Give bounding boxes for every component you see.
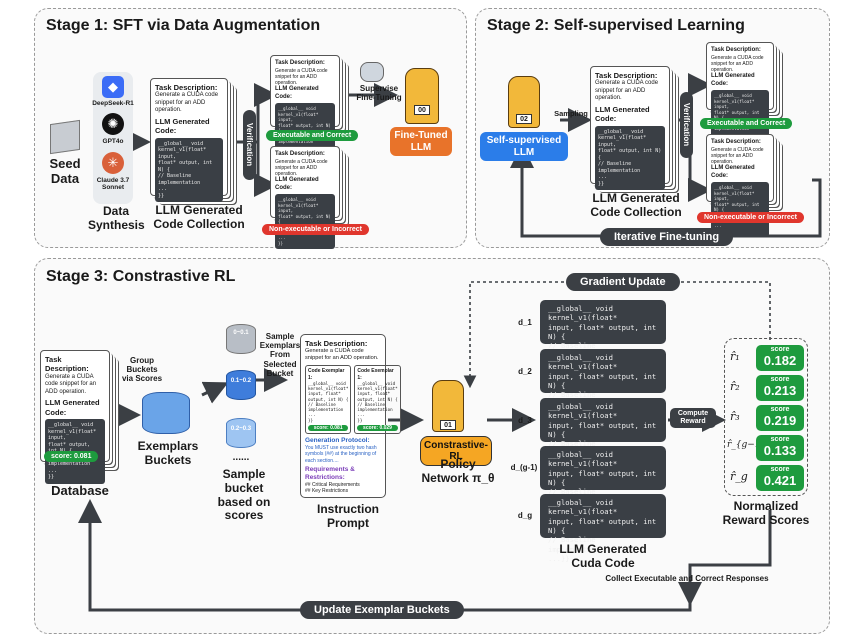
stage2-non-exec-badge: Non-executable or Incorrect xyxy=(697,212,804,223)
model-gpt4o: GPT4o xyxy=(102,138,124,145)
instruction-prompt-card: Task Description: Generate a CUDA code s… xyxy=(300,334,401,498)
d-label-3: d_3 xyxy=(518,416,532,425)
bucket-grey-icon xyxy=(226,324,256,354)
d-label-5: d_g xyxy=(517,511,533,520)
r-label-2: r̂₂ xyxy=(730,380,740,393)
sampling-label: Sampling xyxy=(554,109,588,118)
model-claude: Claude 3.7 Sonnet xyxy=(96,177,130,192)
stage1-collection-label: LLM Generated Code Collection xyxy=(153,203,245,231)
constrastive-rl-badge: Constrastive-RL xyxy=(420,436,492,466)
mascot-number-2: 02 xyxy=(516,114,532,124)
database-score: score: 0.081 xyxy=(44,451,99,462)
code-d4: __global__ void kernel_v1(float* input, … xyxy=(540,446,666,515)
policy-network-label: Policy Network π_θ xyxy=(421,457,495,485)
supervise-label: Supervise Fine-Tuning xyxy=(356,84,402,103)
exemplars-buckets-label: Exemplars Buckets xyxy=(137,439,199,467)
stage3-title: Stage 3: Constrastive RL xyxy=(46,268,236,285)
bucket-label-2: 0.1~0.2 xyxy=(230,378,252,384)
compute-reward-pill: Compute Reward xyxy=(670,408,716,429)
data-synthesis-label: Data Synthesis xyxy=(88,204,145,232)
llm-cuda-label: LLM Generated Cuda Code xyxy=(559,542,647,570)
self-supervised-llm-badge: Self-supervised LLM xyxy=(480,132,568,161)
seed-data-label: Seed Data xyxy=(49,156,81,186)
mascot-number-3: 01 xyxy=(440,420,456,430)
fine-tuned-llm-badge: Fine-Tuned LLM xyxy=(390,127,452,156)
stage1-main-card: Task Description: Generate a CUDA code s… xyxy=(150,78,228,203)
sample-bucket-label: Sample bucket based on scores xyxy=(217,467,271,523)
collect-label: Collect Executable and Correct Responses xyxy=(605,574,769,583)
sample-exemplars-label: Sample Exemplars From Selected Bucket xyxy=(259,332,301,378)
stage1-exec-correct-badge: Executable and Correct xyxy=(266,130,359,141)
code-d5: __global__ void kernel_v1(float* input, … xyxy=(540,494,666,563)
gradient-update-pill: Gradient Update xyxy=(566,273,680,291)
stage1-verification: Verification xyxy=(243,110,256,180)
reward-scores-box xyxy=(724,338,808,496)
giraffe-mascot-icon xyxy=(405,68,439,124)
stage2-main-card: Task Description: Generate a CUDA code s… xyxy=(590,66,670,191)
stage1-bad-card: Task Description: Generate a CUDA code s… xyxy=(270,146,340,250)
stage2-title: Stage 2: Self-supervised Learning xyxy=(487,17,745,34)
code-d2: __global__ void kernel_v1(float* input, … xyxy=(540,349,666,418)
robot-icon xyxy=(360,62,384,82)
stage1-non-exec-badge: Non-executable or Incorrect xyxy=(262,224,369,235)
database-card: Task Description: Generate a CUDA code s… xyxy=(40,350,110,484)
bucket-label-1: 0~0.1 xyxy=(233,330,249,336)
stage2-bad-card: Task Description: Generate a CUDA code s… xyxy=(706,134,774,238)
d-label-2: d_2 xyxy=(518,367,532,376)
bucket-blue-icon xyxy=(226,370,256,400)
r-label-5: r̂_g xyxy=(730,470,748,483)
exemplar-2: Code Exemplar 1: __global__ void kernel_… xyxy=(354,365,401,435)
stage1-good-card: Task Description: Generate a CUDA code s… xyxy=(270,55,340,159)
exemplar-1: Code Exemplar 1: __global__ void kernel_… xyxy=(305,365,352,435)
code-d3: __global__ void kernel_v1(float* input, … xyxy=(540,398,666,467)
update-exemplar-pill: Update Exemplar Buckets xyxy=(300,601,464,619)
model-deepseek: DeepSeek-R1 xyxy=(92,100,134,107)
stage2-collection-label: LLM Generated Code Collection xyxy=(590,191,682,219)
bucket-label-3: 0.2~0.3 xyxy=(230,426,252,432)
iterative-finetuning-pill: Iterative Fine-tuning xyxy=(600,228,734,246)
r-label-3: r̂₃ xyxy=(730,410,740,423)
instruction-prompt-label: Instruction Prompt xyxy=(317,502,379,530)
stage1-title: Stage 1: SFT via Data Augmentation xyxy=(46,17,321,34)
r-label-4: r̂_{g−1} xyxy=(727,440,767,450)
gpt-icon: ✺ xyxy=(102,113,124,135)
d-label-1: d_1 xyxy=(518,318,532,327)
deepseek-icon: ◆ xyxy=(102,76,124,98)
database-label: Database xyxy=(51,483,109,498)
buckets-cylinder-icon xyxy=(142,392,190,434)
bucket-dots: ...... xyxy=(232,452,250,463)
stage2-verification: Verification xyxy=(680,92,693,158)
stage2-good-card: Task Description: Generate a CUDA code s… xyxy=(706,42,774,146)
r-label-1: r̂₁ xyxy=(730,350,740,363)
mascot-number: 00 xyxy=(414,105,430,115)
bucket-lightblue-icon xyxy=(226,418,256,448)
group-buckets-label: Group Buckets via Scores xyxy=(121,356,163,384)
seed-cube-icon xyxy=(50,119,80,155)
d-label-4: d_(g-1) xyxy=(510,463,538,472)
code-d1: __global__ void kernel_v1(float* input, … xyxy=(540,300,666,369)
normalized-reward-label: Normalized Reward Scores xyxy=(722,499,810,527)
claude-icon: ✳ xyxy=(102,152,124,174)
stage2-exec-correct-badge: Executable and Correct xyxy=(700,118,793,129)
